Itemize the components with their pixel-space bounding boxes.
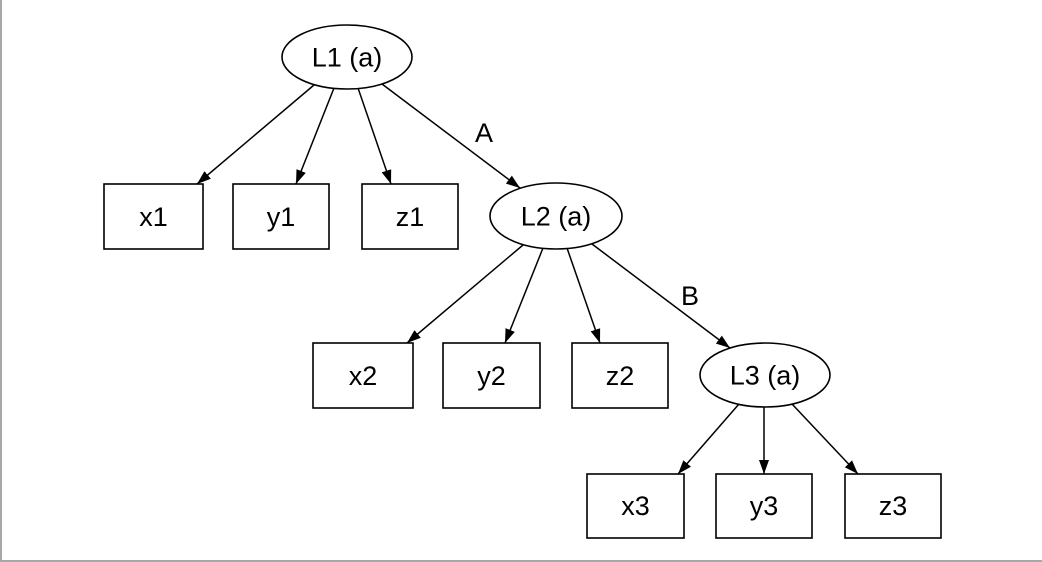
observed-node-x2-label: x2 xyxy=(349,361,378,391)
observed-node-x3-label: x3 xyxy=(621,491,650,521)
latent-node-l1-label: L1 (a) xyxy=(312,43,383,73)
observed-node-y3-box xyxy=(715,473,813,539)
observed-node-z2-box xyxy=(571,342,669,409)
latent-node-l1: L1 (a) xyxy=(281,24,413,90)
latent-node-l2-label: L2 (a) xyxy=(521,202,592,232)
observed-node-z3-label: z3 xyxy=(879,491,908,521)
observed-node-y1-box xyxy=(232,183,330,250)
observed-node-y1: y1 xyxy=(232,183,330,250)
observed-node-x3: x3 xyxy=(586,473,685,539)
latent-node-l3: L3 (a) xyxy=(699,342,831,408)
observed-node-y1-label: y1 xyxy=(267,202,296,232)
edge-l1-z1 xyxy=(357,87,392,185)
edge-l2-z2 xyxy=(566,247,601,344)
observed-node-x1-label: x1 xyxy=(139,202,168,232)
observed-node-z2: z2 xyxy=(571,342,669,409)
edge-l3-z3 xyxy=(791,403,859,475)
observed-node-y3-label: y3 xyxy=(750,491,779,521)
edge-l3-x3 xyxy=(677,403,740,475)
observed-node-x1-box xyxy=(103,183,204,250)
observed-node-z1-label: z1 xyxy=(396,202,425,232)
latent-node-l2: L2 (a) xyxy=(489,182,623,250)
observed-node-z1-box xyxy=(361,183,459,250)
edge-l2-y2 xyxy=(504,247,544,344)
latent-node-l3-ellipse xyxy=(699,342,831,408)
observed-node-x2: x2 xyxy=(312,342,414,409)
latent-node-l3-label: L3 (a) xyxy=(730,361,801,391)
edge-label-a: A xyxy=(475,118,493,148)
observed-node-z2-label: z2 xyxy=(606,361,635,391)
observed-node-y2-box xyxy=(442,342,541,409)
observed-node-x3-box xyxy=(586,473,685,539)
edge-label-b: B xyxy=(681,281,699,311)
observed-node-x1: x1 xyxy=(103,183,204,250)
observed-node-z3-box xyxy=(844,473,942,539)
observed-node-x2-box xyxy=(312,342,414,409)
observed-node-z3: z3 xyxy=(844,473,942,539)
edge-l2-l3 xyxy=(591,243,731,349)
edge-l2-x2 xyxy=(406,244,524,344)
observed-node-z1: z1 xyxy=(361,183,459,250)
edge-l1-l2 xyxy=(381,83,521,189)
latent-node-l1-ellipse xyxy=(281,24,413,90)
observed-node-y2-label: y2 xyxy=(477,361,506,391)
observed-node-y3: y3 xyxy=(715,473,813,539)
edge-l1-y1 xyxy=(295,87,335,185)
edge-l1-x1 xyxy=(196,84,315,185)
observed-node-y2: y2 xyxy=(442,342,541,409)
latent-node-l2-ellipse xyxy=(489,182,623,250)
